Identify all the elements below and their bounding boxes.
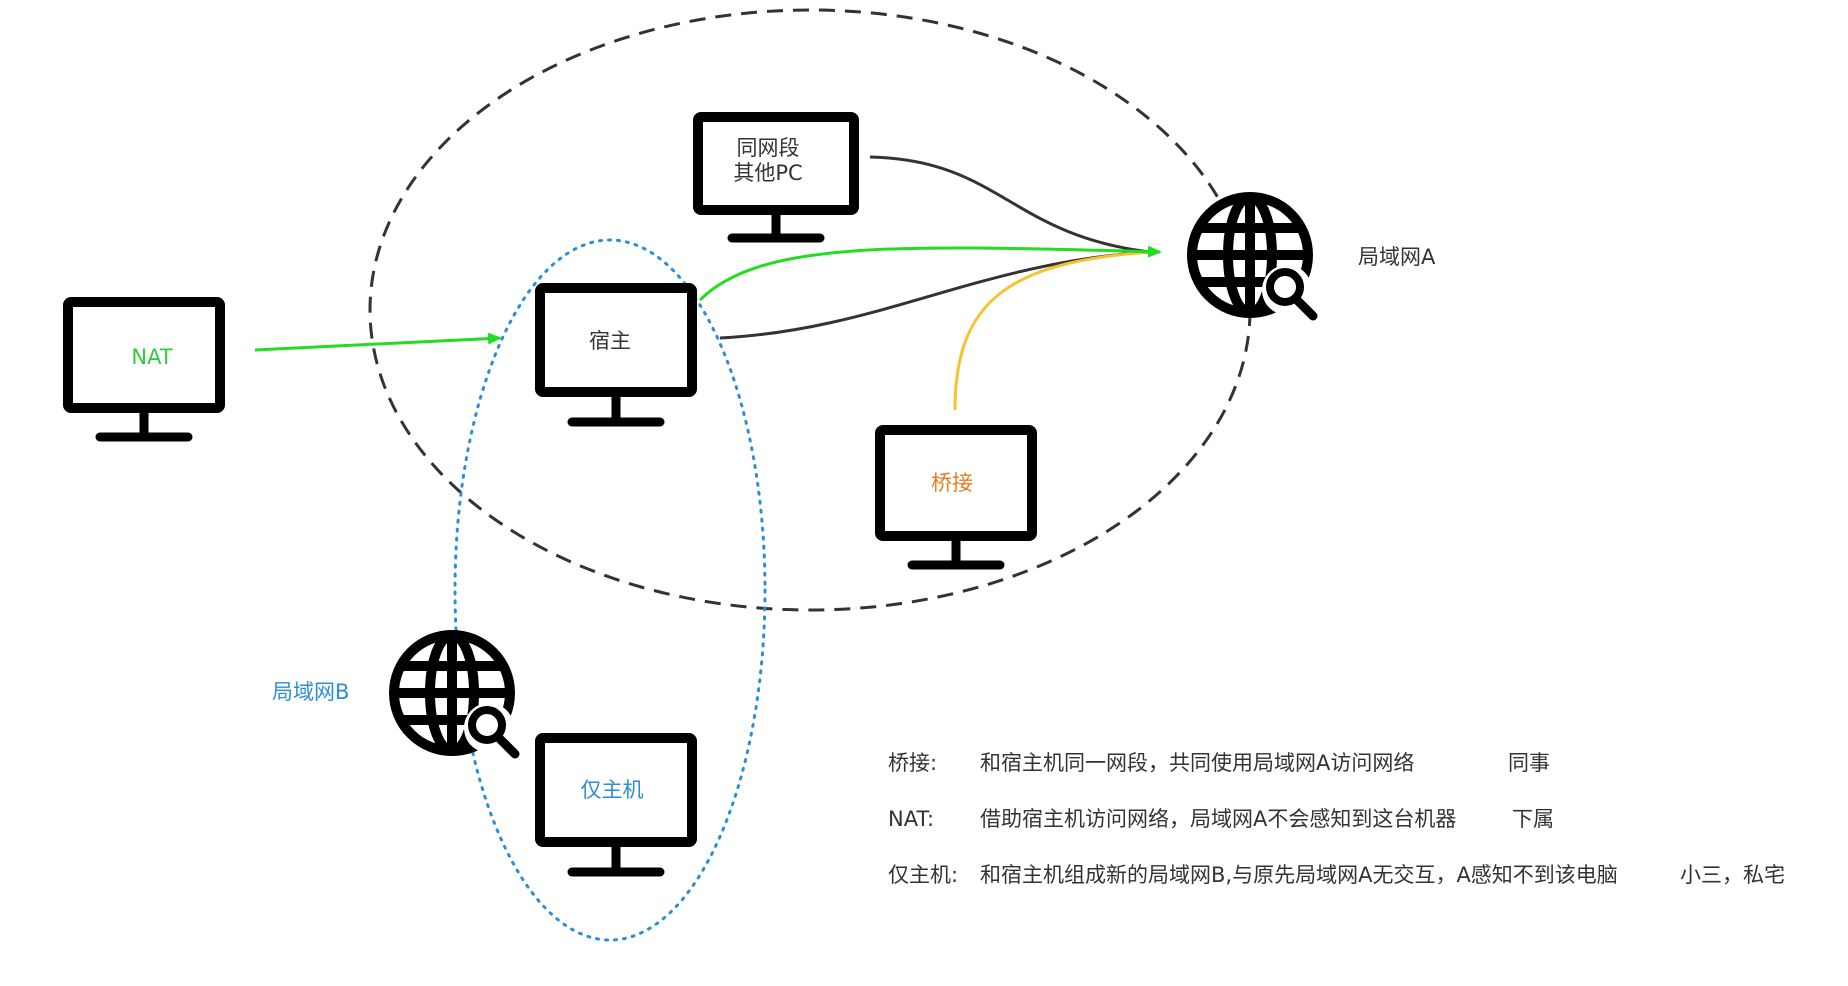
host-to-lan-a-line xyxy=(719,250,1151,340)
description-text: 借助宿主机访问网络，局域网A不会感知到这台机器 xyxy=(980,807,1456,831)
bridge-monitor: 桥接 xyxy=(875,425,1037,570)
description-term: NAT: xyxy=(888,807,934,831)
same-segment-label-line2: 其他PC xyxy=(733,161,802,185)
host-to-lan-a-arrow xyxy=(698,245,1162,302)
lan-b-label: 局域网B xyxy=(272,680,349,704)
nat-to-host-arrow xyxy=(254,332,502,352)
description-note: 小三，私宅 xyxy=(1680,863,1785,887)
bridge-to-lan-a-line xyxy=(953,250,1151,411)
same-segment-pc-monitor: 同网段 其他PC xyxy=(693,112,859,243)
same-segment-to-lan-a-line xyxy=(869,155,1151,254)
description-host-only: 仅主机: 和宿主机组成新的局域网B,与原先局域网A无交互，A感知不到该电脑 小三… xyxy=(888,863,1785,887)
nat-label: NAT xyxy=(131,345,172,369)
description-note: 同事 xyxy=(1508,751,1550,775)
globe-search-icon xyxy=(389,630,520,759)
host-monitor: 宿主 xyxy=(535,283,697,427)
description-nat: NAT: 借助宿主机访问网络，局域网A不会感知到这台机器 下属 xyxy=(888,807,1554,831)
lan-a-globe: 局域网A xyxy=(1187,192,1436,321)
host-only-label: 仅主机 xyxy=(581,778,644,802)
description-text: 和宿主机组成新的局域网B,与原先局域网A无交互，A感知不到该电脑 xyxy=(980,863,1618,887)
same-segment-label-line1: 同网段 xyxy=(737,136,800,160)
lan-b-boundary xyxy=(453,238,767,942)
lan-a-boundary xyxy=(368,8,1252,612)
description-bridge: 桥接: 和宿主机同一网段，共同使用局域网A访问网络 同事 xyxy=(888,751,1550,775)
nat-monitor: NAT xyxy=(63,297,225,442)
lan-a-label: 局域网A xyxy=(1358,245,1436,269)
legend-descriptions: 桥接: 和宿主机同一网段，共同使用局域网A访问网络 同事 NAT: 借助宿主机访… xyxy=(888,751,1785,887)
description-text: 和宿主机同一网段，共同使用局域网A访问网络 xyxy=(980,751,1414,775)
description-term: 桥接: xyxy=(888,751,937,775)
bridge-label: 桥接 xyxy=(931,471,973,495)
lan-b-globe: 局域网B xyxy=(272,630,520,759)
description-note: 下属 xyxy=(1512,807,1554,831)
globe-search-icon xyxy=(1187,192,1318,321)
host-only-monitor: 仅主机 xyxy=(535,733,697,877)
description-term: 仅主机: xyxy=(888,863,958,887)
host-label: 宿主 xyxy=(589,329,631,353)
